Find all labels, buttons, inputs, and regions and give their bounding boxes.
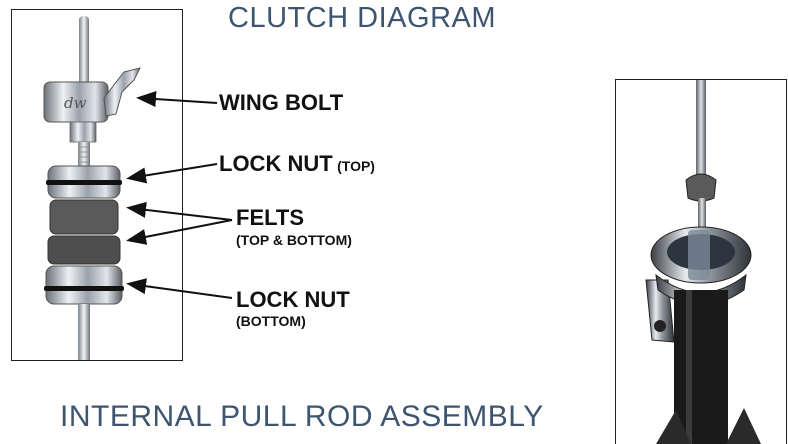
arrow-wing-bolt [136, 91, 218, 108]
stand-tube [674, 290, 728, 444]
pull-rod-felt [685, 173, 717, 202]
arrow-felt-bottom [126, 219, 233, 245]
top-rod [79, 16, 89, 86]
lock-nut-bottom-qualifier: (BOTTOM) [236, 313, 306, 329]
lock-nut-top-oring [46, 180, 122, 185]
felt-top [50, 200, 118, 234]
tripod-leg-right [726, 408, 761, 444]
clutch-photo: dw [11, 9, 183, 361]
felts-qualifier: (TOP & BOTTOM) [236, 232, 352, 248]
wing-bolt-wing [103, 67, 141, 117]
lock-nut-bottom-oring [44, 286, 124, 291]
tripod-leg-left [656, 410, 691, 444]
pull-rod [696, 80, 706, 180]
lock-nut-top-qualifier: (TOP) [337, 158, 375, 174]
pull-rod-photo [615, 79, 787, 444]
arrow-lock-nut-bottom [126, 278, 233, 299]
clutch-diagram-title: CLUTCH DIAGRAM [228, 2, 497, 34]
felts-qualifier-label: (TOP & BOTTOM) [236, 232, 352, 250]
internal-pull-rod-title: INTERNAL PULL ROD ASSEMBLY [60, 400, 544, 433]
lock-nut-top-text: LOCK NUT [219, 151, 333, 176]
felt-bottom [47, 235, 121, 265]
lock-nut-top-label: LOCK NUT (TOP) [219, 151, 375, 177]
clutch-illustration: dw [43, 16, 141, 360]
bottom-rod [78, 304, 90, 360]
arrow-felt-top [126, 201, 233, 221]
threaded-stem [78, 142, 90, 168]
lock-nut-bottom-qualifier-label: (BOTTOM) [236, 313, 306, 331]
arrow-lock-nut-top [126, 163, 218, 184]
felts-text: FELTS [236, 205, 305, 230]
lock-nut-bottom-label: LOCK NUT [236, 287, 350, 313]
dw-logo: dw [64, 94, 87, 112]
wing-bolt-label: WING BOLT [219, 90, 343, 116]
felts-label: FELTS [236, 205, 304, 231]
lock-nut-bottom-text: LOCK NUT [236, 287, 350, 312]
wing-bolt-text: WING BOLT [219, 90, 344, 115]
pull-rod-illustration [645, 80, 761, 444]
